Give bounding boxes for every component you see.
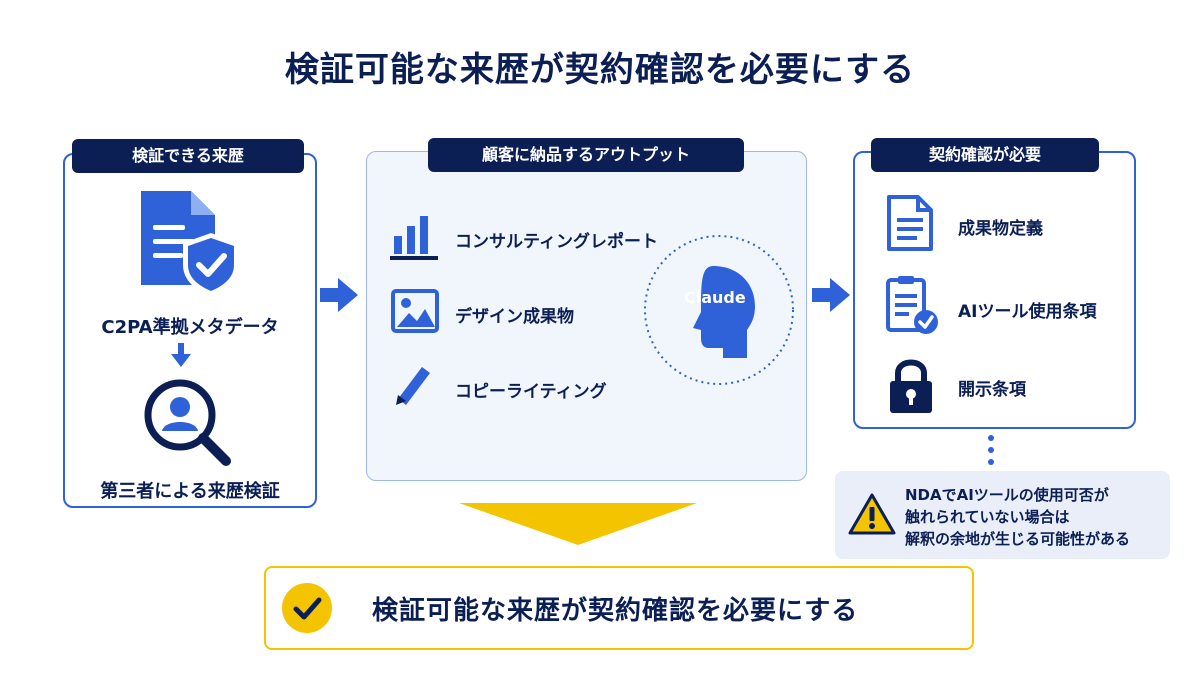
deliverable-definition-label: 成果物定義 <box>958 219 1043 239</box>
right-arrow-icon-2 <box>812 278 850 312</box>
contract-review-panel-header: 契約確認が必要 <box>871 138 1099 172</box>
bar-chart-icon <box>390 216 438 260</box>
clipboard-check-icon <box>886 276 938 334</box>
conclusion-box <box>264 566 974 650</box>
warning-note-text: NDAでAIツールの使用可否が 触れられていない場合は 解釈の余地が生じる可能性… <box>905 484 1130 550</box>
provenance-panel-header: 検証できる来歴 <box>72 139 304 173</box>
deliverable-copywriting: コピーライティング <box>455 382 607 402</box>
page-title: 検証可能な来歴が契約確認を必要にする <box>284 50 916 90</box>
document-icon <box>887 195 933 251</box>
lock-icon <box>890 359 932 413</box>
c2pa-metadata-label: C2PA準拠メタデータ <box>101 317 279 338</box>
warning-note-line-1: NDAでAIツールの使用可否が <box>905 486 1109 504</box>
image-icon <box>391 289 439 333</box>
deliverable-consulting-report: コンサルティングレポート <box>455 232 658 252</box>
person-search-icon <box>144 379 231 466</box>
check-circle-icon <box>282 583 332 633</box>
ai-tool-clause-label: AIツール使用条項 <box>958 302 1097 322</box>
warning-note-line-3: 解釈の余地が生じる可能性がある <box>905 530 1131 548</box>
down-arrow-icon <box>171 343 191 367</box>
conclusion-text: 検証可能な来歴が契約確認を必要にする <box>372 596 859 626</box>
pencil-icon <box>396 367 430 405</box>
warning-note <box>835 471 1170 559</box>
disclosure-clause-label: 開示条項 <box>958 380 1026 400</box>
dotted-connector <box>988 435 994 465</box>
document-shield-icon <box>141 191 239 297</box>
warning-note-line-2: 触れられていない場合は <box>905 508 1070 526</box>
warning-icon <box>848 493 896 535</box>
right-arrow-icon <box>320 278 358 312</box>
claude-badge: Claude <box>684 288 746 307</box>
yellow-down-arrow <box>459 503 697 545</box>
deliverable-design: デザイン成果物 <box>455 307 574 327</box>
claude-head-icon <box>644 235 794 385</box>
deliverables-panel-header: 顧客に納品するアウトプット <box>428 138 744 172</box>
third-party-verification-label: 第三者による来歴検証 <box>100 481 280 502</box>
